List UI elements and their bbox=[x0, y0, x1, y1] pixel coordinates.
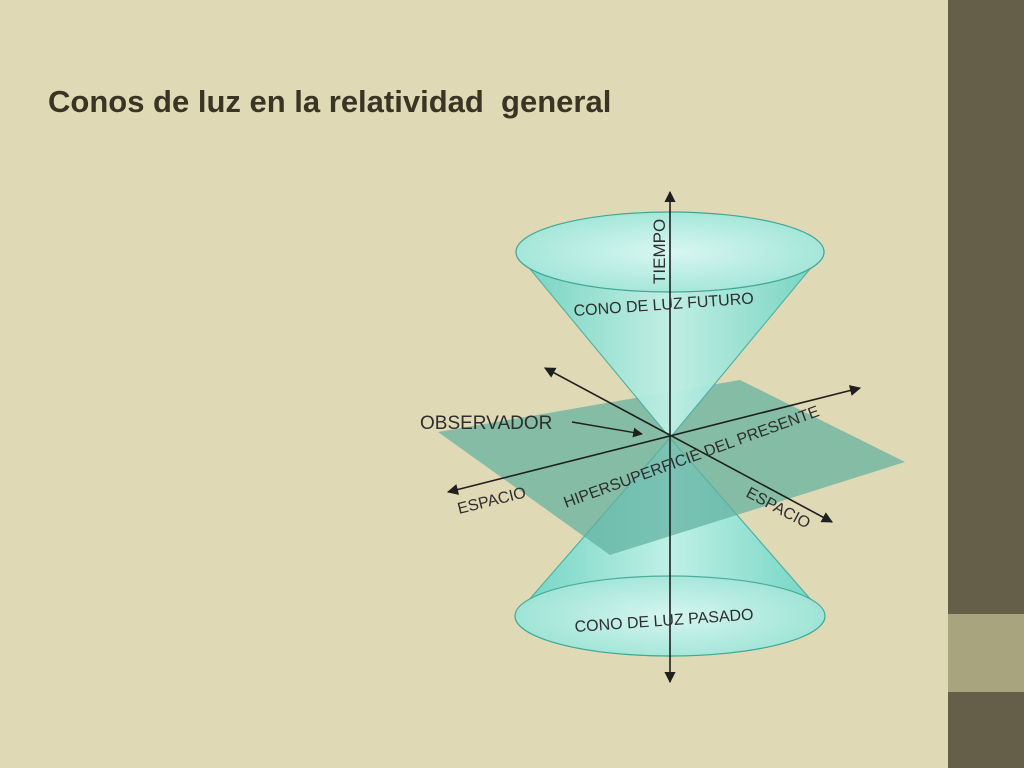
sidebar-block-bottom bbox=[948, 692, 1024, 768]
decorative-sidebar bbox=[948, 0, 1024, 768]
sidebar-block-top bbox=[948, 0, 1024, 614]
slide-title: Conos de luz en la relatividad general bbox=[48, 84, 612, 119]
observer-pointer bbox=[571, 421, 643, 438]
sidebar-block-accent bbox=[948, 614, 1024, 692]
time-axis-label: TIEMPO bbox=[650, 219, 669, 284]
space-left-label: ESPACIO bbox=[456, 484, 528, 517]
observer-label: OBSERVADOR bbox=[420, 413, 552, 434]
space-axis-right bbox=[544, 367, 833, 523]
